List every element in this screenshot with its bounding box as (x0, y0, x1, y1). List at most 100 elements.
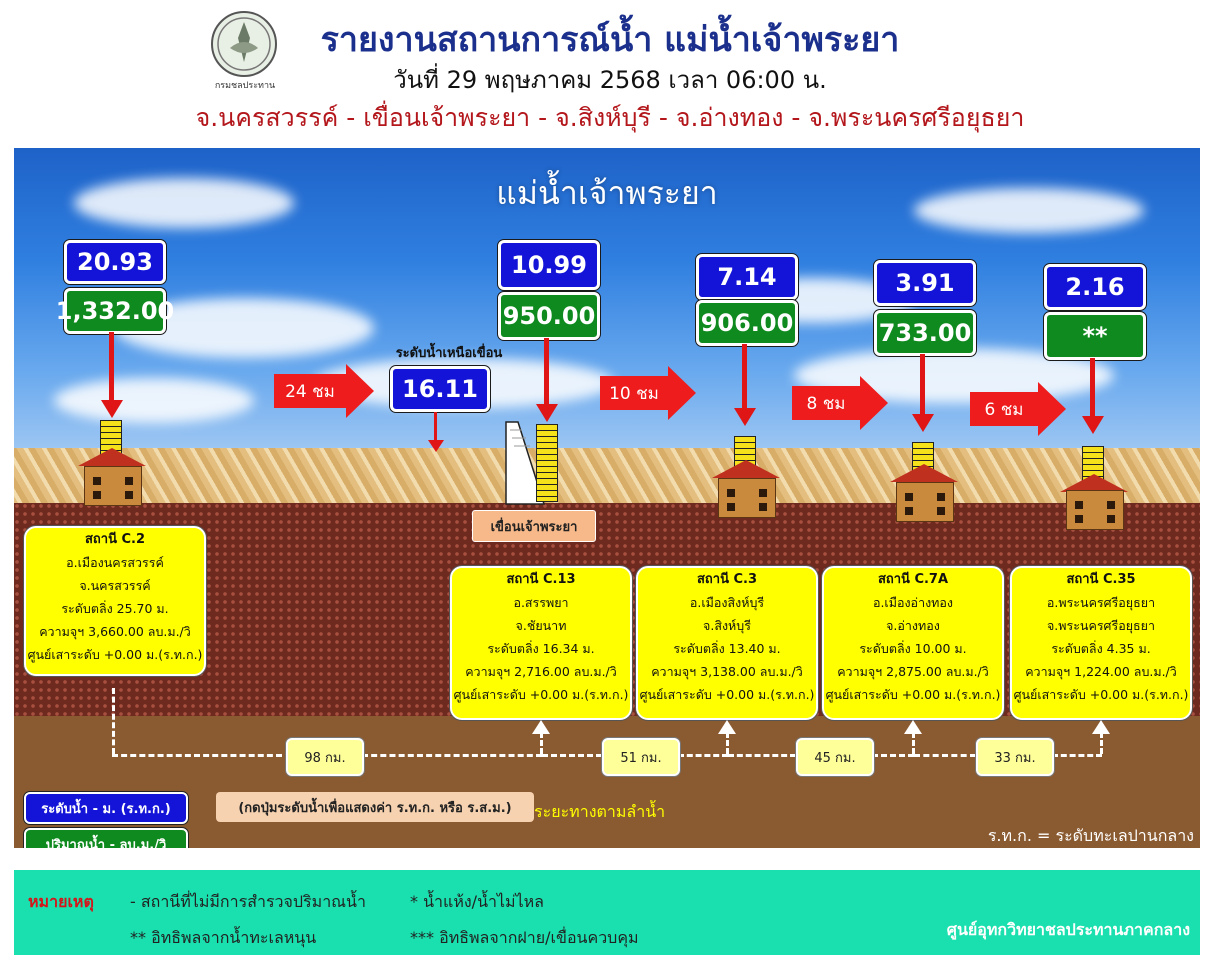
toggle-note: (กดปุ่มระดับน้ำเพื่อแสดงค่า ร.ท.ก. หรือ … (216, 792, 534, 822)
path-segment-2 (362, 754, 542, 757)
station-province: จ.สิงห์บุรี (703, 618, 751, 633)
station-district: อ.เมืองนครสวรรค์ (66, 555, 164, 570)
station-capacity: ความจุฯ 3,660.00 ลบ.ม./วิ (39, 624, 191, 639)
station-card-c7a: สถานี C.7A อ.เมืองอ่างทอง จ.อ่างทอง ระดั… (822, 566, 1004, 720)
distance-box-1: 98 กม. (286, 738, 364, 776)
station-card-c2: สถานี C.2 อ.เมืองนครสวรรค์ จ.นครสวรรค์ ร… (24, 526, 206, 676)
distance-box-4: 33 กม. (976, 738, 1054, 776)
station-capacity: ความจุฯ 1,224.00 ลบ.ม./วิ (1025, 664, 1177, 679)
down-arrow-head-c7a (912, 414, 934, 432)
report-date: วันที่ 29 พฤษภาคม 2568 เวลา 06:00 น. (393, 66, 827, 94)
sand-layer (14, 448, 1200, 508)
legend-water-level: ระดับน้ำ - ม. (ร.ท.ก.) (24, 792, 188, 824)
station-name: สถานี C.13 (506, 572, 576, 587)
upstream-level-button[interactable]: 16.11 (390, 366, 490, 412)
travel-time-arrow-3: 8 ชม (792, 376, 888, 430)
station-capacity: ความจุฯ 2,716.00 ลบ.ม./วิ (465, 664, 617, 679)
station-bank-level: ระดับตลิ่ง 4.35 ม. (1051, 641, 1151, 656)
station-card-c3: สถานี C.3 อ.เมืองสิงห์บุรี จ.สิงห์บุรี ร… (636, 566, 818, 720)
station-datum: ศูนย์เสาระดับ +0.00 ม.(ร.ท.ก.) (27, 647, 203, 662)
path-up-arrow-c35 (1092, 720, 1110, 734)
station-name: สถานี C.7A (877, 572, 949, 587)
house-c7a (896, 482, 954, 522)
remark-item-3: ** อิทธิพลจากน้ำทะเลหนุน (130, 928, 317, 947)
station-province: จ.อ่างทอง (886, 618, 940, 633)
travel-time-arrow-1: 24 ชม (274, 364, 374, 418)
travel-time-label-1: 24 ชม (274, 374, 346, 408)
remark-item-1: - สถานีที่ไม่มีการสำรวจปริมาณน้ำ (130, 892, 366, 911)
station-capacity: ความจุฯ 2,875.00 ลบ.ม./วิ (837, 664, 989, 679)
station-district: อ.เมืองอ่างทอง (872, 595, 954, 610)
dam-icon (504, 420, 546, 506)
station-capacity: ความจุฯ 3,138.00 ลบ.ม./วิ (651, 664, 803, 679)
path-drop (112, 688, 115, 754)
distance-box-3: 45 กม. (796, 738, 874, 776)
house-c2 (84, 466, 142, 506)
station-district: อ.สรรพยา (513, 595, 569, 610)
water-level-button-c13[interactable]: 10.99 (498, 240, 600, 290)
station-card-c35: สถานี C.35 อ.พระนครศรีอยุธยา จ.พระนครศรี… (1010, 566, 1192, 720)
station-name: สถานี C.3 (696, 572, 758, 587)
dam-label: เขื่อนเจ้าพระยา (472, 510, 596, 542)
flow-box-c35: ** (1044, 312, 1146, 360)
legend-water-flow: ปริมาณน้ำ - ลบ.ม./วิ (24, 828, 188, 848)
travel-time-arrow-2: 10 ชม (600, 366, 696, 420)
house-c3 (718, 478, 776, 518)
down-arrow-c13 (544, 338, 549, 406)
path-rise-c7a (912, 732, 915, 754)
station-name: สถานี C.35 (1066, 572, 1136, 587)
station-datum: ศูนย์เสาระดับ +0.00 ม.(ร.ท.ก.) (639, 687, 815, 702)
path-rise-c3 (726, 732, 729, 754)
house-roof-c7a (890, 464, 958, 482)
water-level-button-c35[interactable]: 2.16 (1044, 264, 1146, 310)
down-arrow-head-c13 (536, 404, 558, 422)
remark-label: หมายเหตุ (28, 892, 94, 911)
down-arrow-c2 (109, 332, 114, 402)
travel-time-label-2: 10 ชม (600, 376, 668, 410)
flow-box-c7a: 733.00 (874, 310, 976, 356)
water-level-button-c3[interactable]: 7.14 (696, 254, 798, 300)
station-district: อ.เมืองสิงห์บุรี (689, 595, 765, 610)
report-title: รายงานสถานการณ์น้ำ แม่น้ำเจ้าพระยา (320, 20, 900, 60)
organization-name: ศูนย์อุทกวิทยาชลประทานภาคกลาง (946, 920, 1190, 939)
down-arrow-head-c2 (101, 400, 123, 418)
logo-text: กรมชลประทาน (214, 81, 276, 91)
station-bank-level: ระดับตลิ่ง 25.70 ม. (61, 601, 169, 616)
msl-note: ร.ท.ก. = ระดับทะเลปานกลาง (987, 826, 1194, 845)
upstream-down-arrow (434, 412, 437, 442)
flow-box-c3: 906.00 (696, 300, 798, 346)
path-up-arrow-c7a (904, 720, 922, 734)
station-bank-level: ระดับตลิ่ง 16.34 ม. (487, 641, 595, 656)
river-scene: แม่น้ำเจ้าพระยา 20.93 1,332.00 10.99 950… (14, 148, 1200, 848)
travel-time-label-3: 8 ชม (792, 386, 860, 420)
station-district: อ.พระนครศรีอยุธยา (1046, 595, 1156, 610)
water-level-button-c2[interactable]: 20.93 (64, 240, 166, 284)
flow-box-c2: 1,332.00 (56, 288, 174, 334)
path-segment-6 (872, 754, 914, 757)
down-arrow-c3 (742, 344, 747, 410)
distance-box-2: 51 กม. (602, 738, 680, 776)
house-c35 (1066, 490, 1124, 530)
path-segment-7 (914, 754, 976, 757)
path-segment-1 (112, 754, 282, 757)
flow-box-c13: 950.00 (498, 292, 600, 340)
river-title: แม่น้ำเจ้าพระยา (496, 174, 718, 212)
path-up-arrow-c3 (718, 720, 736, 734)
station-province: จ.นครสวรรค์ (79, 578, 151, 593)
path-segment-4 (678, 754, 728, 757)
path-segment-5 (728, 754, 796, 757)
down-arrow-c35 (1090, 358, 1095, 418)
house-roof-c2 (78, 448, 146, 466)
remark-item-4: *** อิทธิพลจากฝาย/เขื่อนควบคุม (410, 928, 639, 947)
route-subtitle: จ.นครสวรรค์ - เขื่อนเจ้าพระยา - จ.สิงห์บ… (195, 103, 1025, 132)
station-bank-level: ระดับตลิ่ง 13.40 ม. (673, 641, 781, 656)
water-level-button-c7a[interactable]: 3.91 (874, 260, 976, 306)
path-segment-3 (542, 754, 602, 757)
gauge-c13 (536, 424, 558, 502)
path-up-arrow-c13 (532, 720, 550, 734)
down-arrow-head-c35 (1082, 416, 1104, 434)
station-datum: ศูนย์เสาระดับ +0.00 ม.(ร.ท.ก.) (825, 687, 1001, 702)
station-name: สถานี C.2 (84, 532, 146, 547)
distance-legend: ระยะทางตามลำน้ำ (534, 802, 666, 821)
station-card-c13: สถานี C.13 อ.สรรพยา จ.ชัยนาท ระดับตลิ่ง … (450, 566, 632, 720)
